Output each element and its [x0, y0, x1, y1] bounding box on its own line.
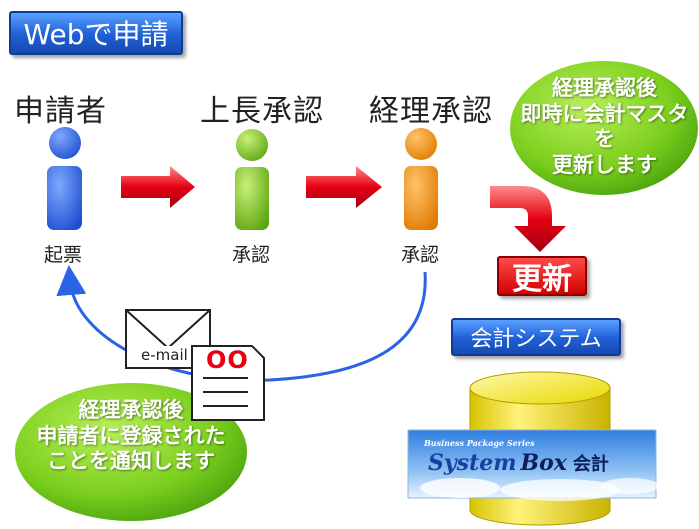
document-mark: OO — [206, 346, 249, 374]
role-applicant-label: 申請者 — [14, 94, 107, 129]
note-bubble-bottom — [13, 381, 249, 523]
note-top-text: 経理承認後 即時に会計マスタを 更新します — [512, 76, 697, 178]
arrow-curve-down-icon — [490, 186, 566, 252]
note-bottom-line-3: ことを通知します — [47, 449, 215, 474]
logo-name-kaikei: 会計 — [572, 454, 609, 475]
envelope-label: e-mail — [139, 346, 190, 364]
action-approve-manager-label: 承認 — [232, 244, 271, 266]
system-label: 会計システム — [451, 318, 621, 356]
action-issue-label: 起票 — [44, 244, 83, 266]
action-approve-accounting-label: 承認 — [401, 244, 440, 266]
role-manager-label: 上長承認 — [200, 94, 324, 129]
notification-return-arrow — [56, 265, 427, 382]
person-applicant-icon — [47, 127, 82, 230]
note-top-line-2: 即時に会計マスタを — [520, 101, 689, 152]
logo-name-system: System — [428, 450, 517, 476]
update-badge-text: 更新 — [512, 262, 572, 297]
note-bottom-line-1: 経理承認後 — [78, 398, 184, 422]
system-label-text: 会計システム — [470, 327, 602, 352]
systembox-logo — [407, 429, 660, 501]
role-accounting-label: 経理承認 — [369, 94, 493, 129]
update-badge: 更新 — [497, 256, 587, 297]
page-title-text: Webで申請 — [23, 18, 169, 51]
note-top-line-3: 更新します — [552, 152, 657, 177]
note-bubble-top — [508, 59, 699, 197]
document-icon — [191, 345, 265, 421]
note-bottom-text: 経理承認後 申請者に登録された ことを通知します — [20, 398, 242, 475]
person-accounting-icon — [404, 128, 438, 230]
arrow-right-icon — [306, 166, 382, 208]
note-bottom-line-2: 申請者に登録された — [36, 423, 226, 448]
note-top-line-1: 経理承認後 — [552, 76, 657, 100]
arrow-right-icon — [121, 166, 195, 208]
person-manager-icon — [235, 129, 269, 230]
page-title: Webで申請 — [9, 11, 183, 55]
logo-name-box: Box — [520, 450, 567, 476]
logo-series-text: Business Package Series — [424, 438, 535, 448]
